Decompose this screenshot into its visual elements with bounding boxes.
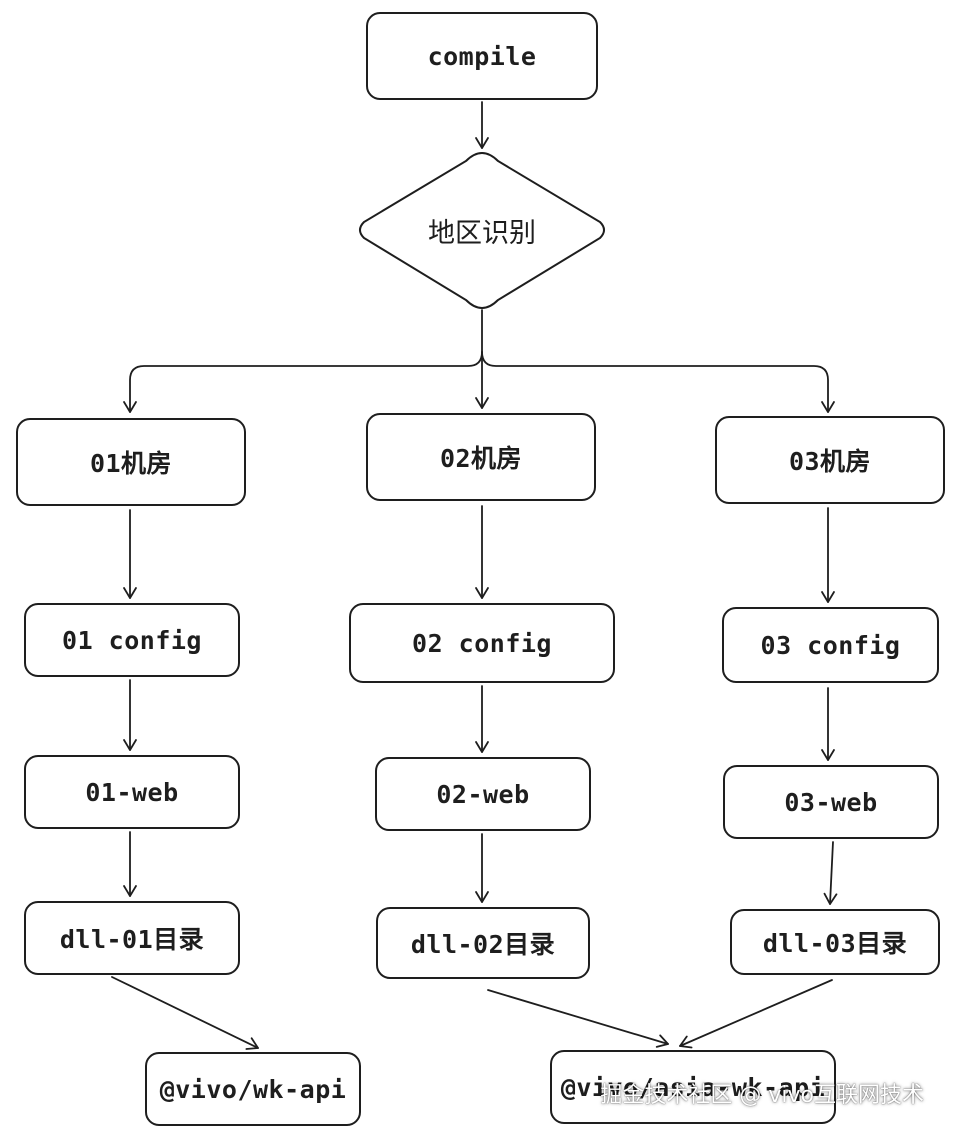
region-decision-label: 地区识别	[428, 217, 536, 249]
config02-node: 02 config	[349, 603, 615, 683]
arrow-dll02-to-asia	[487, 989, 669, 1048]
asia-wk-api-package-node: @vivo/asia-wk-api	[550, 1050, 836, 1124]
room01-label: 01机房	[89, 449, 173, 478]
web01-label: 01-web	[85, 777, 179, 807]
dll03-label: dll-03目录	[762, 929, 908, 958]
dll01-node: dll-01目录	[24, 901, 240, 975]
web03-node: 03-web	[723, 765, 939, 839]
region-decision-diamond	[359, 151, 605, 310]
wk-api-package-node: @vivo/wk-api	[145, 1052, 361, 1126]
dll02-label: dll-02目录	[410, 930, 556, 959]
web02-node: 02-web	[375, 757, 591, 831]
arrow-web03-to-dll03	[823, 841, 838, 905]
arrow-region-to-room01	[123, 351, 483, 413]
room03-node: 03机房	[715, 416, 945, 504]
dll01-label: dll-01目录	[59, 925, 205, 954]
config01-label: 01 config	[62, 625, 202, 655]
room03-label: 03机房	[788, 447, 872, 476]
dll02-node: dll-02目录	[376, 907, 590, 979]
config01-node: 01 config	[24, 603, 240, 677]
compile-label: compile	[427, 41, 537, 71]
dll03-node: dll-03目录	[730, 909, 940, 975]
room02-label: 02机房	[439, 444, 523, 473]
config03-node: 03 config	[722, 607, 939, 683]
room01-node: 01机房	[16, 418, 246, 506]
config03-label: 03 config	[760, 630, 901, 660]
wk-api-package-label: @vivo/wk-api	[159, 1074, 347, 1104]
watermark-text: 掘金技术社区 @ vivo互联网技术	[600, 1083, 924, 1108]
compile-node: compile	[366, 12, 598, 100]
asia-wk-api-package-label: @vivo/asia-wk-api	[560, 1072, 826, 1102]
web02-label: 02-web	[436, 779, 530, 809]
room02-node: 02机房	[366, 413, 596, 501]
web03-label: 03-web	[784, 787, 878, 817]
web01-node: 01-web	[24, 755, 240, 829]
region-decision-label-box: 地区识别	[358, 152, 606, 308]
arrow-dll01-to-api	[111, 976, 259, 1050]
config02-label: 02 config	[412, 628, 552, 658]
arrow-dll03-to-asia	[679, 979, 833, 1049]
arrow-region-to-room03	[481, 351, 835, 413]
